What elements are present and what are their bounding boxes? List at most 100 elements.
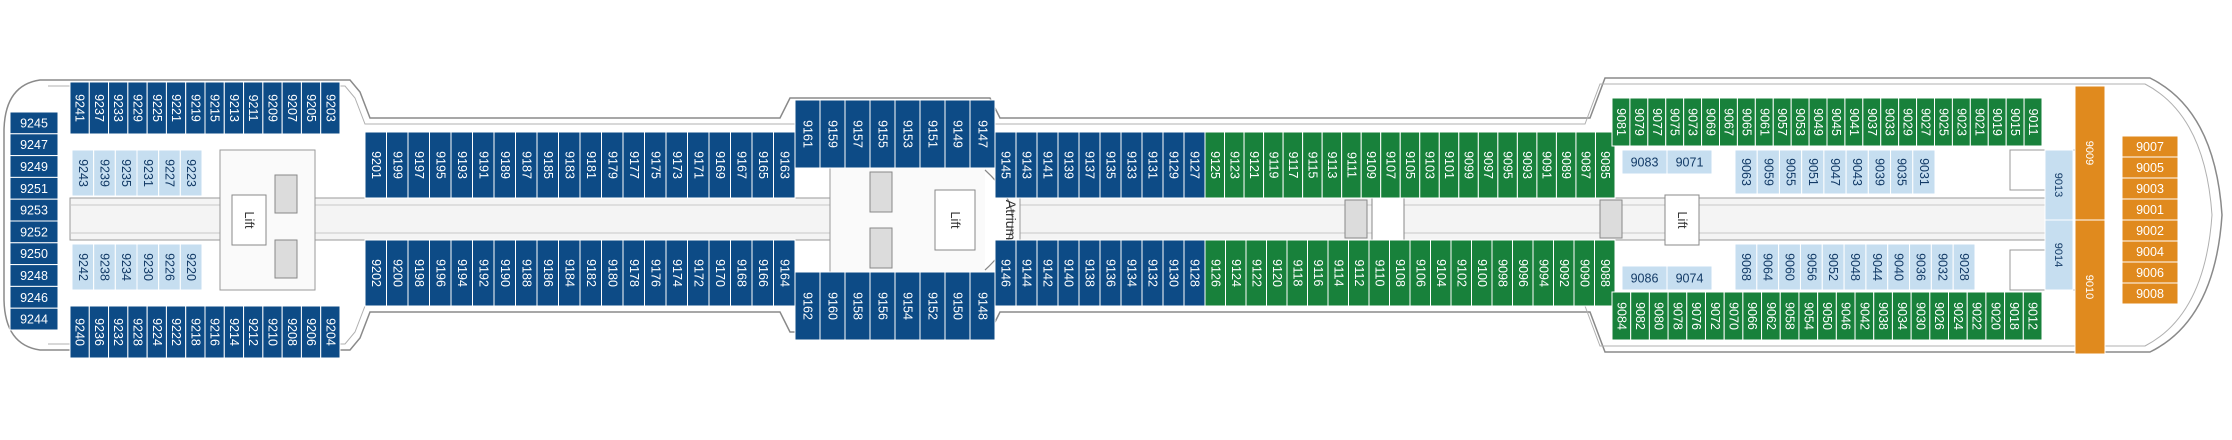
cabin-9204[interactable]: 9204 bbox=[320, 305, 341, 359]
cabin-9063[interactable]: 9063 bbox=[1734, 149, 1758, 195]
cabin-9114[interactable]: 9114 bbox=[1327, 239, 1349, 307]
cabin-9031[interactable]: 9031 bbox=[1912, 149, 1936, 195]
cabin-9161[interactable]: 9161 bbox=[794, 99, 821, 169]
cabin-9057[interactable]: 9057 bbox=[1772, 97, 1792, 147]
cabin-9065[interactable]: 9065 bbox=[1736, 97, 1756, 147]
cabin-9009[interactable]: 9009 bbox=[2074, 85, 2106, 221]
cabin-9086[interactable]: 9086 bbox=[1621, 265, 1668, 291]
cabin-9070[interactable]: 9070 bbox=[1723, 291, 1744, 341]
cabin-9225[interactable]: 9225 bbox=[146, 81, 167, 135]
cabin-9004[interactable]: 9004 bbox=[2121, 240, 2179, 263]
cabin-9002[interactable]: 9002 bbox=[2121, 219, 2179, 242]
cabin-box[interactable] bbox=[819, 271, 846, 341]
cabin-box[interactable] bbox=[1621, 149, 1668, 175]
cabin-9007[interactable]: 9007 bbox=[2121, 135, 2179, 158]
cabin-9117[interactable]: 9117 bbox=[1282, 131, 1304, 199]
cabin-9239[interactable]: 9239 bbox=[93, 149, 116, 197]
cabin-9041[interactable]: 9041 bbox=[1844, 97, 1864, 147]
cabin-box[interactable] bbox=[794, 99, 821, 169]
cabin-9135[interactable]: 9135 bbox=[1099, 131, 1122, 199]
cabin-9067[interactable]: 9067 bbox=[1719, 97, 1738, 147]
cabin-9068[interactable]: 9068 bbox=[1734, 243, 1758, 291]
cabin-9094[interactable]: 9094 bbox=[1532, 239, 1554, 307]
cabin-9028[interactable]: 9028 bbox=[1952, 243, 1976, 291]
cabin-9026[interactable]: 9026 bbox=[1929, 291, 1950, 341]
cabin-box[interactable] bbox=[869, 99, 896, 169]
cabin-9138[interactable]: 9138 bbox=[1078, 239, 1101, 307]
cabin-9093[interactable]: 9093 bbox=[1516, 131, 1538, 199]
cabin-9092[interactable]: 9092 bbox=[1553, 239, 1575, 307]
cabin-9042[interactable]: 9042 bbox=[1854, 291, 1875, 341]
cabin-9180[interactable]: 9180 bbox=[601, 239, 624, 307]
cabin-9003[interactable]: 9003 bbox=[2121, 177, 2179, 200]
cabin-9188[interactable]: 9188 bbox=[515, 239, 538, 307]
cabin-9214[interactable]: 9214 bbox=[223, 305, 245, 359]
cabin-9130[interactable]: 9130 bbox=[1162, 239, 1185, 307]
atrium-lift-shaft[interactable] bbox=[934, 189, 976, 251]
cabin-9062[interactable]: 9062 bbox=[1761, 291, 1781, 341]
cabin-box[interactable] bbox=[819, 99, 846, 169]
cabin-9051[interactable]: 9051 bbox=[1801, 149, 1825, 195]
cabin-9074[interactable]: 9074 bbox=[1666, 265, 1713, 291]
cabin-9246[interactable]: 9246 bbox=[9, 285, 59, 309]
cabin-9206[interactable]: 9206 bbox=[300, 305, 322, 359]
cabin-9241[interactable]: 9241 bbox=[69, 81, 90, 135]
cabin-9173[interactable]: 9173 bbox=[665, 131, 688, 199]
cabin-9177[interactable]: 9177 bbox=[622, 131, 645, 199]
cabin-9199[interactable]: 9199 bbox=[386, 131, 409, 199]
cabin-box[interactable] bbox=[869, 271, 896, 341]
cabin-9032[interactable]: 9032 bbox=[1930, 243, 1954, 291]
cabin-9119[interactable]: 9119 bbox=[1263, 131, 1284, 199]
cabin-9167[interactable]: 9167 bbox=[730, 131, 753, 199]
cabin-9187[interactable]: 9187 bbox=[515, 131, 538, 199]
cabin-9179[interactable]: 9179 bbox=[601, 131, 624, 199]
cabin-9172[interactable]: 9172 bbox=[687, 239, 710, 307]
cabin-9192[interactable]: 9192 bbox=[472, 239, 495, 307]
cabin-9143[interactable]: 9143 bbox=[1015, 131, 1038, 199]
cabin-9242[interactable]: 9242 bbox=[71, 243, 95, 291]
cabin-9230[interactable]: 9230 bbox=[136, 243, 160, 291]
cabin-9022[interactable]: 9022 bbox=[1966, 291, 1987, 341]
cabin-9175[interactable]: 9175 bbox=[644, 131, 667, 199]
cabin-9220[interactable]: 9220 bbox=[179, 243, 203, 291]
cabin-9197[interactable]: 9197 bbox=[407, 131, 430, 199]
cabin-9046[interactable]: 9046 bbox=[1835, 291, 1856, 341]
cabin-9194[interactable]: 9194 bbox=[450, 239, 473, 307]
cabin-9155[interactable]: 9155 bbox=[869, 99, 896, 169]
cabin-9040[interactable]: 9040 bbox=[1887, 243, 1911, 291]
cabin-9251[interactable]: 9251 bbox=[9, 176, 59, 200]
cabin-9045[interactable]: 9045 bbox=[1826, 97, 1846, 147]
cabin-9088[interactable]: 9088 bbox=[1594, 239, 1616, 307]
cabin-9240[interactable]: 9240 bbox=[69, 305, 90, 359]
cabin-9089[interactable]: 9089 bbox=[1555, 131, 1577, 199]
cabin-9107[interactable]: 9107 bbox=[1380, 131, 1401, 199]
cabin-box[interactable] bbox=[9, 307, 59, 331]
cabin-9185[interactable]: 9185 bbox=[536, 131, 559, 199]
cabin-box[interactable] bbox=[1621, 265, 1668, 291]
cabin-9144[interactable]: 9144 bbox=[1015, 239, 1038, 307]
cabin-9079[interactable]: 9079 bbox=[1629, 97, 1649, 147]
cabin-9116[interactable]: 9116 bbox=[1307, 239, 1329, 307]
cabin-9247[interactable]: 9247 bbox=[9, 133, 59, 157]
cabin-box[interactable] bbox=[1666, 265, 1713, 291]
cabin-9029[interactable]: 9029 bbox=[1898, 97, 1918, 147]
cabin-9132[interactable]: 9132 bbox=[1141, 239, 1164, 307]
cabin-9190[interactable]: 9190 bbox=[493, 239, 516, 307]
fwd-stairs[interactable] bbox=[1599, 199, 1623, 239]
cabin-9140[interactable]: 9140 bbox=[1057, 239, 1080, 307]
cabin-9178[interactable]: 9178 bbox=[622, 239, 645, 307]
cabin-9253[interactable]: 9253 bbox=[9, 198, 59, 222]
cabin-9069[interactable]: 9069 bbox=[1701, 97, 1721, 147]
cabin-9010[interactable]: 9010 bbox=[2074, 219, 2106, 355]
cabin-9212[interactable]: 9212 bbox=[243, 305, 264, 359]
aft-lift-shaft[interactable] bbox=[231, 194, 267, 246]
cabin-9053[interactable]: 9053 bbox=[1790, 97, 1810, 147]
cabin-9108[interactable]: 9108 bbox=[1389, 239, 1411, 307]
cabin-9233[interactable]: 9233 bbox=[108, 81, 129, 135]
cabin-9216[interactable]: 9216 bbox=[204, 305, 225, 359]
cabin-9182[interactable]: 9182 bbox=[579, 239, 602, 307]
mid-stairs[interactable] bbox=[1344, 199, 1368, 239]
cabin-9136[interactable]: 9136 bbox=[1099, 239, 1122, 307]
cabin-9235[interactable]: 9235 bbox=[114, 149, 138, 197]
cabin-9158[interactable]: 9158 bbox=[844, 271, 871, 341]
